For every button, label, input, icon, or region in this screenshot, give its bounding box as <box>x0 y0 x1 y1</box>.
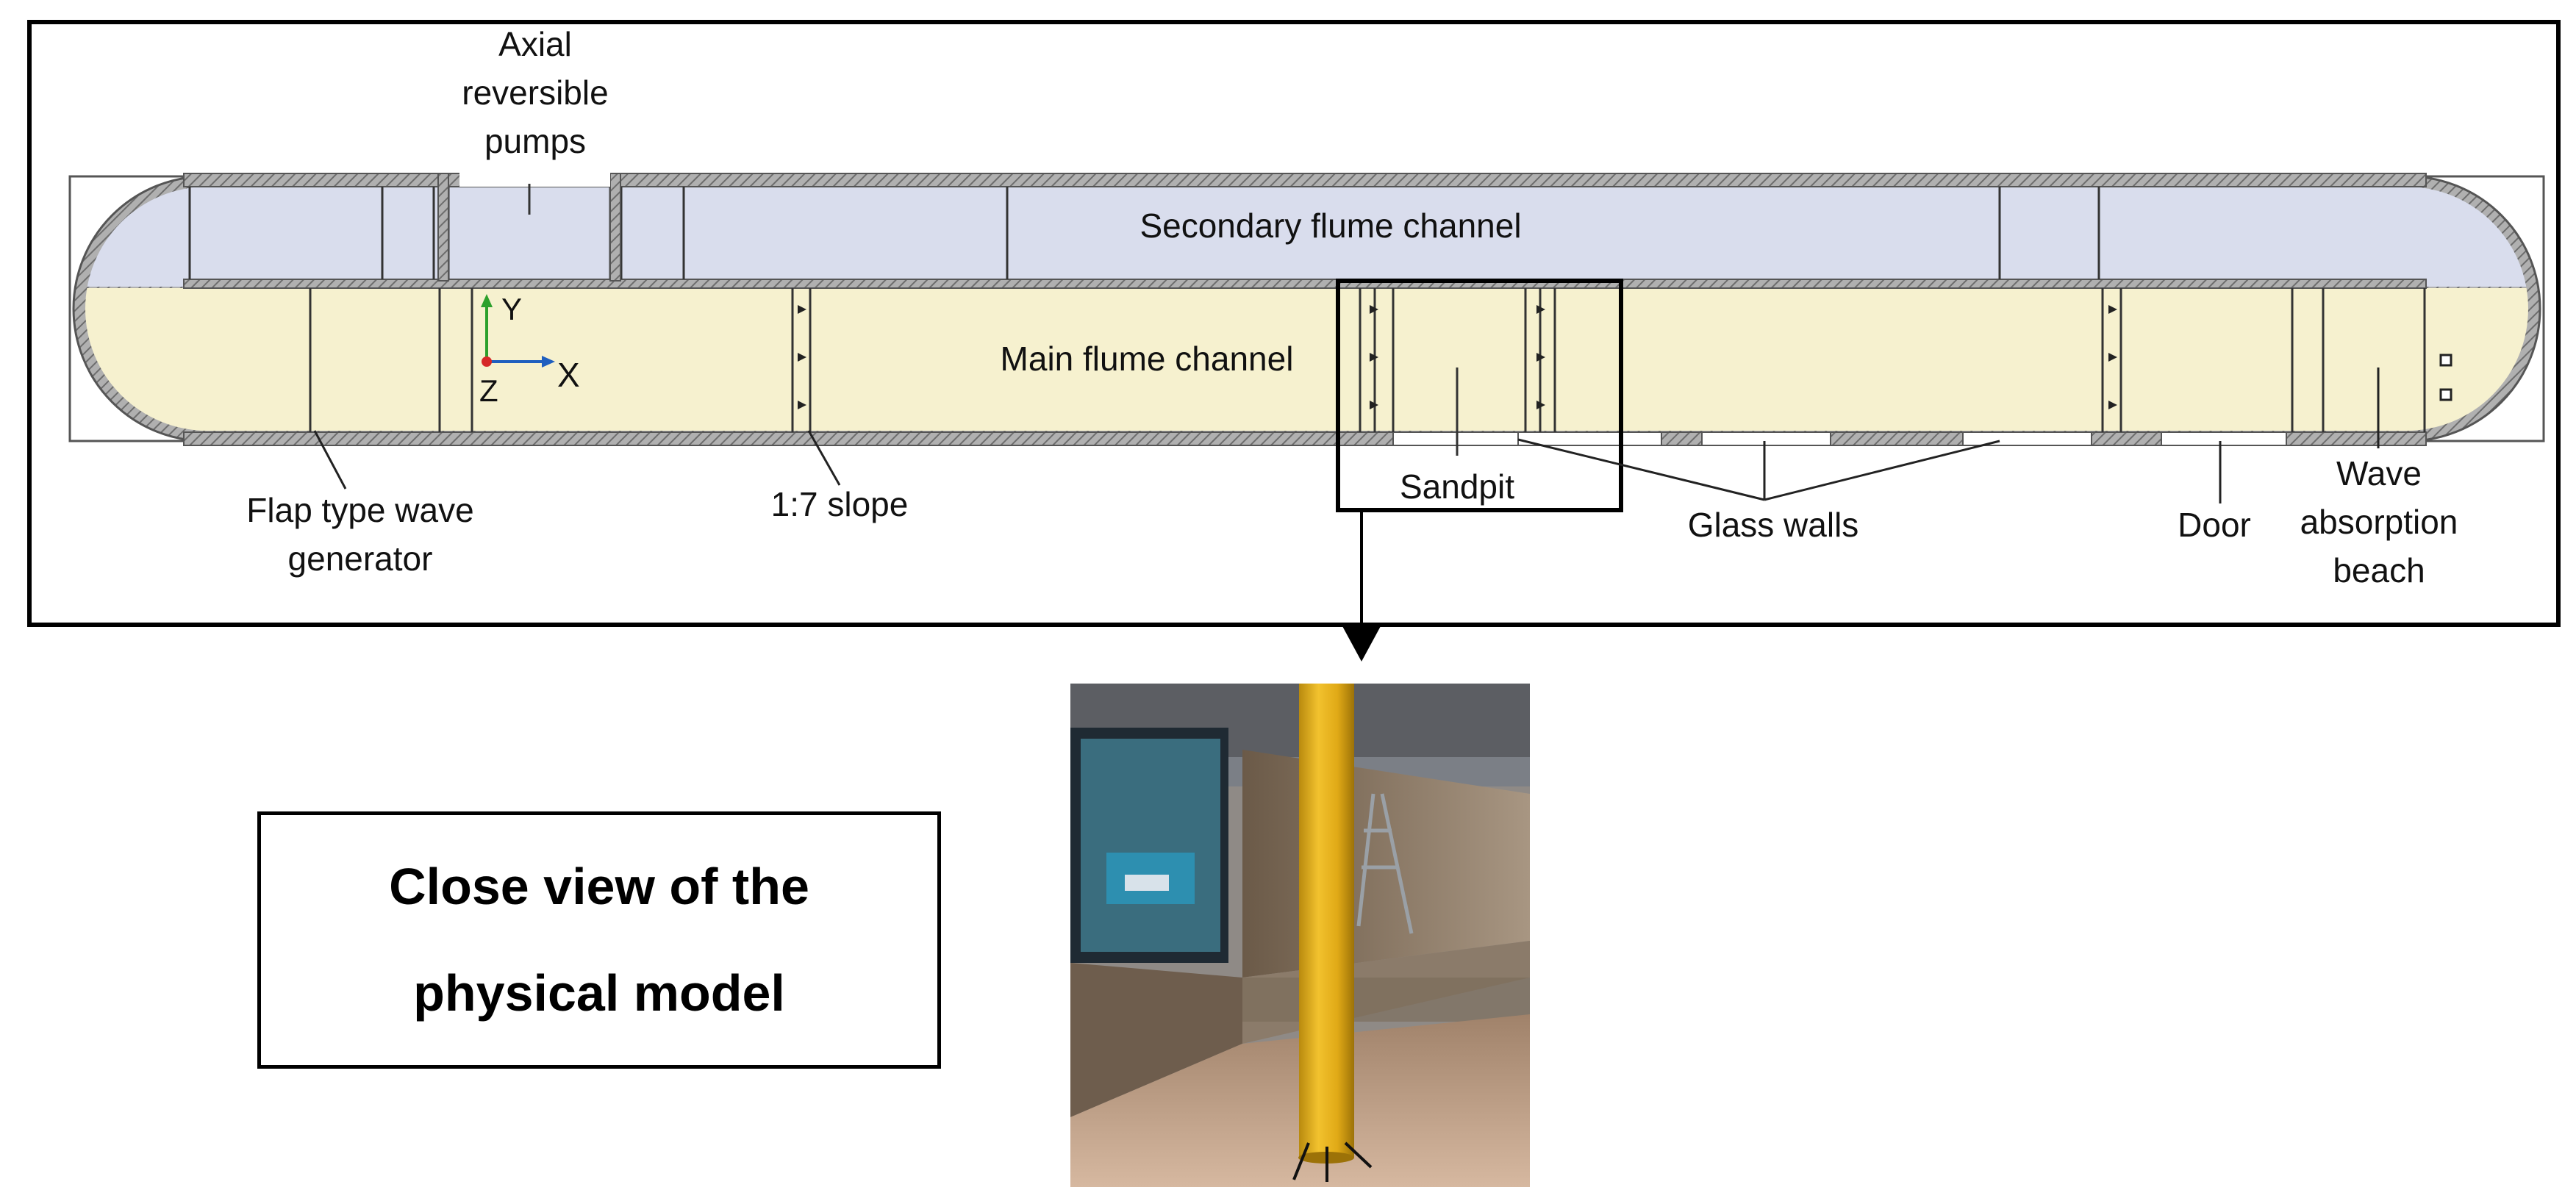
caption-line-1: Close view of the <box>389 858 809 915</box>
secondary-channel-label: Secondary flume channel <box>1139 207 1521 245</box>
axis-x-arrow <box>542 356 555 368</box>
secondary-channel-fill <box>85 187 2528 287</box>
svg-text:reversible: reversible <box>462 74 608 112</box>
pump-block-right-wall <box>609 173 621 282</box>
pump-block-left-wall <box>437 173 449 282</box>
sandpit-highlight-box <box>1336 279 1623 512</box>
door-label: Door <box>2178 506 2251 544</box>
svg-text:Flap type wave: Flap type wave <box>246 491 473 529</box>
door-gap <box>2161 431 2287 446</box>
bottom-wall <box>183 431 2427 446</box>
caption-line-2: physical model <box>413 964 785 1022</box>
axis-y-label: Y <box>501 292 522 326</box>
sandpit-label: Sandpit <box>1400 467 1514 506</box>
pump-gap <box>459 172 610 187</box>
top-wall <box>183 173 2427 187</box>
pumps-label: Axial reversible pumps <box>462 25 608 160</box>
glass-wall-2 <box>1701 431 1831 446</box>
sandpit-wall-gap <box>1392 431 1519 446</box>
axis-x-label: X <box>557 356 580 394</box>
axis-origin <box>482 356 492 367</box>
wave-generator-label: Flap type wave generator <box>246 491 473 578</box>
overview-frame <box>27 20 2561 627</box>
svg-text:generator: generator <box>288 539 433 578</box>
leader-lines <box>313 368 2380 503</box>
physical-model-photo <box>1070 684 1530 1187</box>
svg-text:Wave: Wave <box>2336 454 2422 492</box>
beach-marker-2 <box>2439 388 2452 401</box>
svg-text:beach: beach <box>2333 551 2425 589</box>
divider-wall <box>183 279 2427 289</box>
glass-wall-3 <box>1962 431 2092 446</box>
main-channel-fill <box>85 288 2528 431</box>
beach-marker-1 <box>2439 354 2452 367</box>
glass-walls-label: Glass walls <box>1688 506 1859 544</box>
axis-z-label: Z <box>479 373 498 408</box>
zoom-arrow-head <box>1342 626 1381 662</box>
svg-text:Axial: Axial <box>498 25 572 63</box>
svg-text:absorption: absorption <box>2300 503 2458 541</box>
svg-text:pumps: pumps <box>484 122 586 160</box>
secondary-partitions <box>188 187 2100 279</box>
slope-label: 1:7 slope <box>771 485 909 523</box>
axis-y-arrow <box>481 294 493 307</box>
caption-box: Close view of the physical model <box>257 811 941 1069</box>
main-channel-label: Main flume channel <box>1001 340 1294 378</box>
gauge-markers <box>798 305 2117 409</box>
main-partitions <box>309 288 2426 432</box>
beach-label: Wave absorption beach <box>2300 454 2458 589</box>
